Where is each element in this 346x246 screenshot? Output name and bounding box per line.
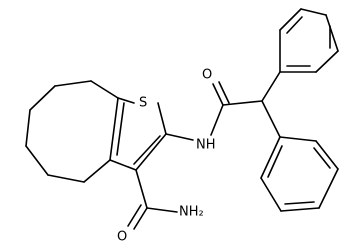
- double-bond-inner-line: [267, 145, 283, 178]
- double-bond-inner-line: [286, 16, 303, 34]
- double-bond: [212, 83, 224, 106]
- double-bond-inner-line: [133, 135, 161, 165]
- bond: [210, 104, 224, 136]
- carboxamide-group: [127, 169, 178, 230]
- amine-label: NH₂: [179, 205, 204, 220]
- bond: [165, 133, 194, 141]
- phenyl-ring-bottom: [260, 136, 339, 212]
- bond: [109, 97, 119, 161]
- double-bond-inner-line: [284, 201, 315, 205]
- bond: [135, 133, 167, 171]
- double-bond-second-line: [127, 204, 142, 227]
- bond: [146, 207, 178, 213]
- double-bond-second-line: [218, 81, 230, 104]
- amide-linker: [165, 71, 281, 141]
- bond: [109, 159, 137, 171]
- bond: [135, 169, 148, 209]
- bond: [117, 97, 135, 104]
- thiophene-ring: [109, 97, 167, 171]
- double-bond: [133, 207, 148, 230]
- bond: [54, 80, 92, 87]
- bond: [315, 140, 339, 170]
- bond: [300, 8, 327, 16]
- bond: [25, 145, 49, 176]
- bond: [29, 85, 56, 111]
- bond: [260, 177, 282, 212]
- bond: [261, 71, 281, 102]
- bond: [90, 80, 119, 99]
- bond: [315, 50, 339, 73]
- bond: [47, 174, 85, 183]
- oxygen-atom-label: O: [202, 68, 212, 83]
- bond: [25, 109, 31, 147]
- bond: [318, 168, 339, 209]
- sulfur-atom-label: S: [139, 96, 147, 111]
- cyclooctane-ring: [25, 80, 119, 183]
- bond: [279, 8, 302, 31]
- double-bond-inner-line: [116, 102, 125, 156]
- bond: [260, 136, 281, 179]
- bond: [261, 100, 281, 138]
- bond: [83, 159, 111, 183]
- phenyl-ring-top: [279, 8, 339, 73]
- bond: [280, 207, 320, 212]
- bond: [157, 102, 167, 135]
- double-bond-inner-line: [313, 147, 331, 169]
- amide-nitrogen-label: NH: [196, 138, 216, 153]
- carbonyl-oxygen-label: O: [117, 230, 127, 245]
- bond: [279, 136, 317, 142]
- bond: [222, 100, 263, 106]
- bond: [325, 14, 339, 52]
